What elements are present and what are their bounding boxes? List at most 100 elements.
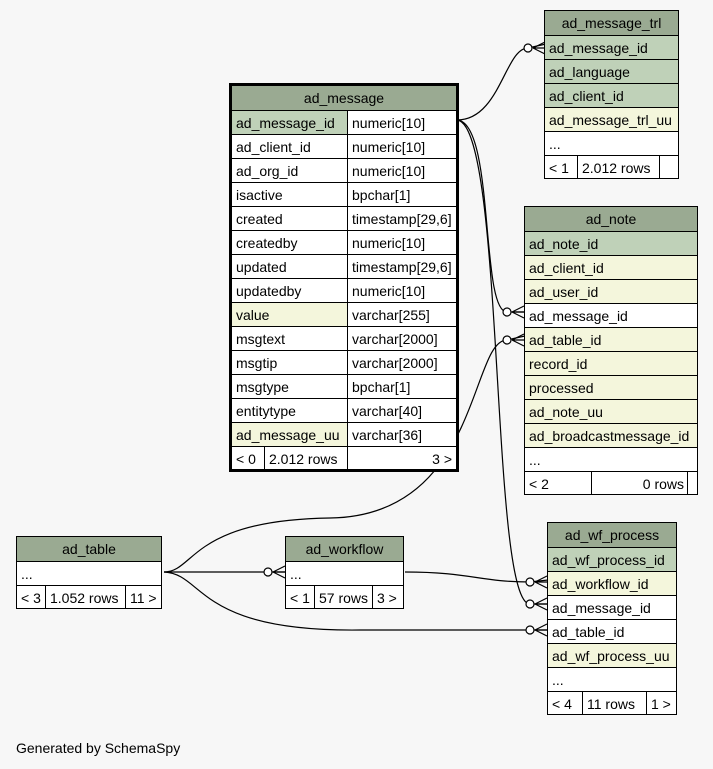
column-row[interactable]: ad_message_id <box>548 595 676 619</box>
crowfoot <box>534 597 548 611</box>
crowfoot <box>272 565 286 579</box>
column-name: record_id <box>529 356 588 372</box>
table-name: ad_note <box>585 211 637 227</box>
table-footer: < 4 11 rows 1 > <box>548 691 676 715</box>
table-footer: < 0 2.012 rows 3 > <box>232 446 456 470</box>
parent-count[interactable]: < 2 <box>529 476 549 492</box>
column-row[interactable]: ad_wf_process_id <box>548 547 676 571</box>
column-type: bpchar[1] <box>352 187 411 203</box>
column-row[interactable]: ad_table_id <box>525 327 697 351</box>
column-name: ad_message_id <box>232 111 347 134</box>
child-count[interactable]: 3 > <box>377 590 397 606</box>
column-row[interactable]: ad_message_id <box>525 303 697 327</box>
more-columns[interactable]: ... <box>545 131 678 155</box>
column-row[interactable]: ad_broadcastmessage_id <box>525 423 697 447</box>
column-row[interactable]: ad_message_id numeric[10] <box>232 110 456 134</box>
column-row[interactable]: updatedby numeric[10] <box>232 278 456 302</box>
column-name: ad_client_id <box>236 139 311 155</box>
column-row[interactable]: ad_user_id <box>525 279 697 303</box>
crowfoot-ring <box>502 335 512 345</box>
column-row[interactable]: ad_message_trl_uu <box>545 107 678 131</box>
crowfoot-ring <box>523 43 533 53</box>
table-name: ad_wf_process <box>564 527 660 543</box>
column-name: ad_note_id <box>529 236 599 252</box>
column-row[interactable]: ad_workflow_id <box>548 571 676 595</box>
column-name: createdby <box>236 235 298 251</box>
column-row[interactable]: ad_message_id <box>545 35 678 59</box>
column-row[interactable]: ad_language <box>545 59 678 83</box>
table-ad-workflow[interactable]: ad_workflow ... < 1 57 rows 3 > <box>285 536 404 609</box>
column-row[interactable]: isactive bpchar[1] <box>232 182 456 206</box>
column-row[interactable]: ad_client_id <box>545 83 678 107</box>
column-type: timestamp[29,6] <box>352 259 452 275</box>
ellipsis: ... <box>290 566 302 582</box>
column-row[interactable]: ad_note_id <box>525 231 697 255</box>
column-type: numeric[10] <box>352 115 426 131</box>
edge-message-to-note <box>456 119 525 313</box>
more-columns[interactable]: ... <box>525 447 697 471</box>
table-title[interactable]: ad_message_trl <box>545 11 678 35</box>
more-columns[interactable]: ... <box>548 667 676 691</box>
column-name: updatedby <box>236 283 302 299</box>
parent-count[interactable]: < 3 <box>21 590 41 606</box>
column-name: ad_client_id <box>529 260 604 276</box>
column-row[interactable]: record_id <box>525 351 697 375</box>
column-name: msgtext <box>236 331 286 347</box>
column-name: ad_message_trl_uu <box>549 112 672 128</box>
more-columns[interactable]: ... <box>17 561 161 585</box>
parent-count[interactable]: < 1 <box>290 590 310 606</box>
column-row[interactable]: ad_message_uu varchar[36] <box>232 422 456 446</box>
table-name: ad_workflow <box>305 541 384 557</box>
parent-count[interactable]: < 1 <box>549 160 569 176</box>
table-ad-note[interactable]: ad_note ad_note_id ad_client_id ad_user_id… <box>524 206 698 495</box>
column-row[interactable]: processed <box>525 375 697 399</box>
table-ad-table[interactable]: ad_table ... < 3 1.052 rows 11 > <box>16 536 162 609</box>
parent-count[interactable]: < 4 <box>552 696 572 712</box>
table-ad-wf-process[interactable]: ad_wf_process ad_wf_process_id ad_workflo… <box>547 522 677 715</box>
column-name: ad_wf_process_id <box>552 552 665 568</box>
crowfoot <box>511 333 525 347</box>
column-row[interactable]: ad_note_uu <box>525 399 697 423</box>
table-title[interactable]: ad_table <box>17 537 161 561</box>
ellipsis: ... <box>21 566 33 582</box>
table-title[interactable]: ad_workflow <box>286 537 403 561</box>
more-columns[interactable]: ... <box>286 561 403 585</box>
column-name: ad_workflow_id <box>552 576 649 592</box>
column-row[interactable]: ad_wf_process_uu <box>548 643 676 667</box>
table-title[interactable]: ad_message <box>232 86 456 110</box>
child-count[interactable]: 3 > <box>432 451 452 467</box>
column-name: ad_table_id <box>552 624 625 640</box>
column-name: ad_message_id <box>529 308 628 324</box>
column-row[interactable]: ad_table_id <box>548 619 676 643</box>
ellipsis: ... <box>549 136 561 152</box>
column-name: isactive <box>236 187 283 203</box>
column-type: numeric[10] <box>352 283 426 299</box>
column-name: created <box>236 211 283 227</box>
table-ad-message-trl[interactable]: ad_message_trl ad_message_id ad_language… <box>544 10 679 179</box>
table-title[interactable]: ad_note <box>525 207 697 231</box>
child-count[interactable]: 11 > <box>130 590 157 606</box>
parent-count[interactable]: < 0 <box>236 451 256 467</box>
column-type: varchar[36] <box>352 427 423 443</box>
generated-by-label: Generated by SchemaSpy <box>16 740 181 756</box>
column-row[interactable]: ad_client_id <box>525 255 697 279</box>
edge-workflow-to-wf-process <box>404 571 549 583</box>
column-name: ad_table_id <box>529 332 602 348</box>
table-ad-message[interactable]: ad_message ad_message_id numeric[10] ad_cl… <box>229 83 459 472</box>
row-count: 57 rows <box>319 590 369 606</box>
table-title[interactable]: ad_wf_process <box>548 523 676 547</box>
column-name: ad_message_uu <box>232 423 347 446</box>
column-name: ad_language <box>549 64 630 80</box>
child-count[interactable]: 1 > <box>651 696 671 712</box>
column-name: ad_user_id <box>529 284 599 300</box>
